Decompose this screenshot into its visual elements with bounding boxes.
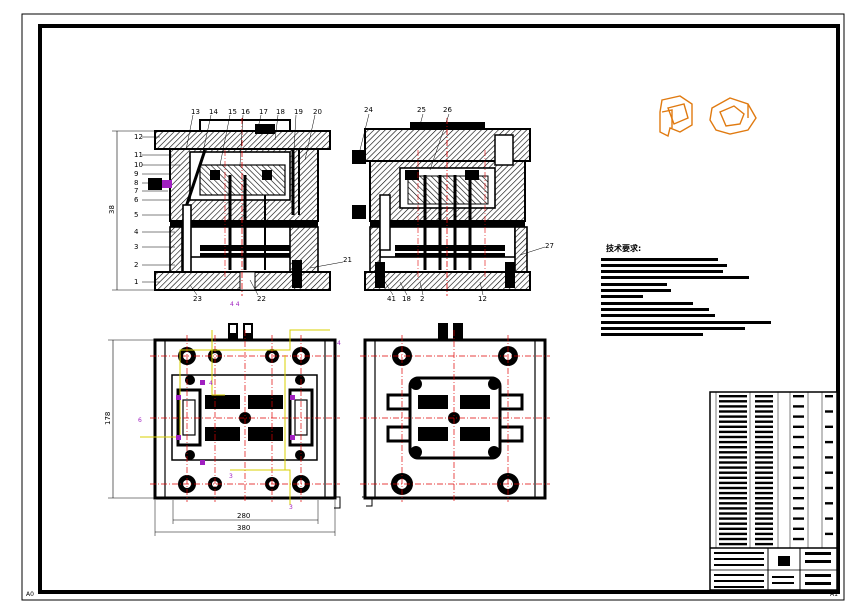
part-label: 4 [134,228,139,236]
dim-height: 38 [108,205,116,214]
part-label: 41 [387,295,396,303]
front-section-view: 38 [108,108,352,308]
part-label: 9 [134,170,138,178]
plan-view-moving-half: 178 [104,323,341,536]
part-label: 22 [257,295,266,303]
side-section-view: 24 25 26 27 41 18 2 12 [352,106,554,303]
part-label: 15 [228,108,237,116]
part-label: 2 [420,295,424,303]
inner-frame [38,24,840,594]
dim-width-inner: 280 [237,512,250,520]
part-isometric-views [659,95,757,138]
bill-of-materials [709,391,838,591]
part-label: 27 [545,242,554,250]
part-label: 6 [134,196,139,204]
part-label: 11 [134,151,143,159]
part-label: 13 [191,108,200,116]
part-label: 3 [134,243,138,251]
part-label: 19 [294,108,303,116]
dim-width-outer: 380 [237,524,250,532]
part-label: 17 [259,108,268,116]
part-label: 5 [134,211,138,219]
outer-frame [21,13,845,601]
plan-view-fixed-half [360,323,550,507]
part-label: 1 [134,278,138,286]
plan-mark: 4 [337,340,341,347]
part-label: 7 [134,187,138,195]
part-label: 18 [402,295,411,303]
part-label: 12 [134,133,143,141]
part-label: 26 [443,106,452,114]
part-label: 10 [134,161,143,169]
part-label: 16 [241,108,250,116]
part-label: 24 [364,106,373,114]
part-label: 25 [417,106,426,114]
plan-mark: 4 [209,380,213,387]
part-label: 8 [134,179,138,187]
part-label: 20 [313,108,322,116]
part-label: 21 [343,256,352,264]
part-label: 23 [193,295,202,303]
plan-mark: 3 [229,473,233,480]
part-label: 12 [478,295,487,303]
plan-mark: 3 [289,504,293,511]
corner-mark-left: A0 [26,591,34,598]
corner-mark-right: A1 [830,591,838,598]
technical-requirements: 技术要求: [601,243,771,336]
plan-mark: 6 [138,417,142,424]
part-label: 14 [209,108,218,116]
dim-label: 4 4 [230,301,240,308]
dim-height: 178 [104,412,112,425]
tech-requirements-title: 技术要求: [606,243,641,253]
part-label: 18 [276,108,285,116]
part-label: 2 [134,261,138,269]
